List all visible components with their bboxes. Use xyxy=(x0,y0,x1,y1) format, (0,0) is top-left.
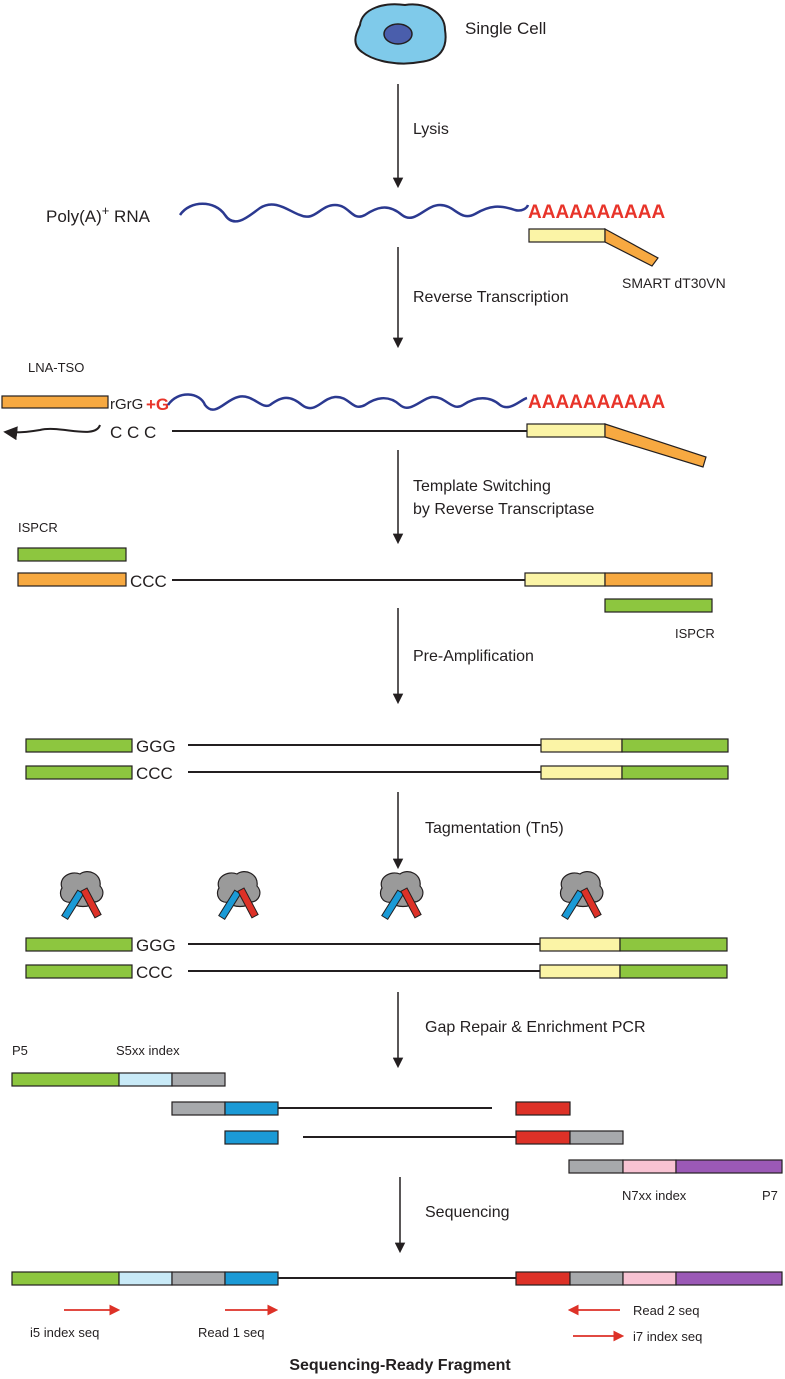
fragment2-gray xyxy=(569,1130,624,1145)
template-switching-label-2: by Reverse Transcriptase xyxy=(413,501,595,518)
ispcr-primer-left xyxy=(17,547,127,562)
p7-label: P7 xyxy=(762,1188,778,1203)
fragment1-red xyxy=(515,1101,571,1116)
amplicon-top-green-right xyxy=(621,738,729,753)
p5-gray-block xyxy=(171,1072,226,1087)
nucleus-icon xyxy=(383,23,413,45)
fragment2-red xyxy=(515,1130,571,1145)
fragment1-cyan xyxy=(224,1101,279,1116)
tagmented-bottom-pale xyxy=(539,964,621,979)
ccc-label-3: CCC xyxy=(136,963,173,982)
final-i5-lightblue xyxy=(118,1271,173,1286)
final-fragment-title: Sequencing-Ready Fragment xyxy=(289,1357,511,1374)
tn5-transposome-icon xyxy=(59,871,104,921)
tagmented-top-green-right xyxy=(619,937,728,952)
ispcr-left-label: ISPCR xyxy=(18,520,58,535)
dt-segment-pale-3 xyxy=(524,572,606,587)
tagmented-bottom-green-left xyxy=(25,964,133,979)
read1-seq-label: Read 1 seq xyxy=(198,1325,265,1340)
tagmentation-label: Tagmentation (Tn5) xyxy=(425,820,564,837)
polya-tail-1: AAAAAAAAAA xyxy=(528,202,665,223)
plus-g-label: +G xyxy=(146,395,169,414)
mrna-strand-1 xyxy=(178,202,530,223)
n7xx-index-block xyxy=(622,1159,677,1174)
final-cyan xyxy=(224,1271,279,1286)
tagmented-top-green-left xyxy=(25,937,133,952)
polya-rna-label: Poly(A)+ RNA xyxy=(46,203,151,226)
single-cell-label: Single Cell xyxy=(465,19,546,38)
gap-repair-label: Gap Repair & Enrichment PCR xyxy=(425,1019,646,1036)
p5-label: P5 xyxy=(12,1043,28,1058)
final-gray-left xyxy=(171,1271,226,1286)
ggg-label-1: GGG xyxy=(136,737,176,756)
dt-segment-orange-3 xyxy=(604,572,713,587)
ccc-label-1: CCC xyxy=(130,572,167,591)
fragment2-cyan xyxy=(224,1130,279,1145)
mrna-strand-2 xyxy=(166,393,528,411)
ggg-label-2: GGG xyxy=(136,936,176,955)
smart-primer-label: SMART dT30VN xyxy=(622,275,726,291)
lna-tso-label: LNA-TSO xyxy=(28,360,84,375)
polya-tail-2: AAAAAAAAAA xyxy=(528,392,665,413)
tn5-transposome-icon xyxy=(379,871,424,921)
p7-gray-block xyxy=(568,1159,624,1174)
final-purple xyxy=(675,1271,783,1286)
smart-dt30vn-oligo-pale xyxy=(528,228,606,243)
pre-amplification-label: Pre-Amplification xyxy=(413,648,534,665)
ccc-spaced-label: C C C xyxy=(110,423,156,442)
reverse-transcription-label: Reverse Transcription xyxy=(413,289,569,306)
fragment1-gray xyxy=(171,1101,226,1116)
n7xx-index-label: N7xx index xyxy=(622,1188,687,1203)
i7-index-seq-label: i7 index seq xyxy=(633,1329,702,1344)
tso-switch-arrow xyxy=(3,424,101,441)
dt-oligo-pale-2 xyxy=(526,423,606,438)
rgrg-label: rGrG xyxy=(110,396,143,413)
s5xx-index-block xyxy=(118,1072,173,1087)
tso-segment-left xyxy=(17,572,127,587)
s5xx-index-label: S5xx index xyxy=(116,1043,180,1058)
lysis-label: Lysis xyxy=(413,121,449,138)
final-gray-right xyxy=(569,1271,624,1286)
ispcr-right-label: ISPCR xyxy=(675,626,715,641)
amplicon-bottom-green-left xyxy=(25,765,133,780)
template-switching-label-1: Template Switching xyxy=(413,478,551,495)
amplicon-bottom-green-right xyxy=(621,765,729,780)
tagmented-bottom-green-right xyxy=(619,964,728,979)
dt-oligo-orange-2 xyxy=(604,423,707,468)
amplicon-bottom-pale xyxy=(540,765,623,780)
sequencing-label: Sequencing xyxy=(425,1204,510,1221)
tagmented-top-pale xyxy=(539,937,621,952)
ispcr-primer-right xyxy=(604,598,713,613)
amplicon-top-pale xyxy=(540,738,623,753)
single-cell-icon xyxy=(354,3,447,65)
i5-index-seq-label: i5 index seq xyxy=(30,1325,99,1340)
read2-seq-label: Read 2 seq xyxy=(633,1303,700,1318)
smart-dt30vn-oligo-orange xyxy=(604,227,659,267)
amplicon-top-green-left xyxy=(25,738,133,753)
final-pink xyxy=(622,1271,677,1286)
final-p5-green xyxy=(11,1271,120,1286)
tn5-transposome-icon xyxy=(559,871,604,921)
p7-adapter-purple xyxy=(675,1159,783,1174)
p5-adapter-green xyxy=(11,1072,120,1087)
ccc-label-2: CCC xyxy=(136,764,173,783)
final-red xyxy=(515,1271,571,1286)
lna-tso-oligo xyxy=(1,395,109,409)
tn5-transposome-icon xyxy=(216,871,261,921)
